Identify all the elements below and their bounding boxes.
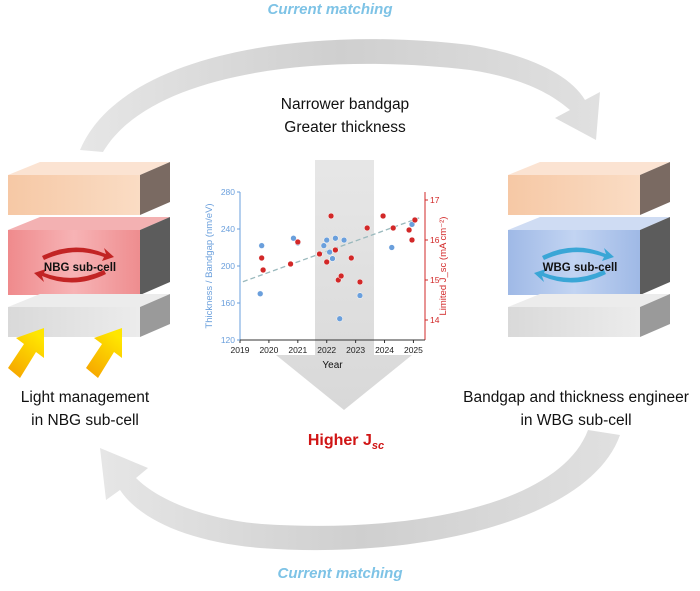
left-caption: Light management in NBG sub-cell [0,386,170,432]
right-caption-line-2: in WBG sub-cell [520,412,632,429]
x-tick-label: 2019 [231,345,250,355]
y-left-axis-label: Thickness / Bandgap (nm/eV) [204,203,215,328]
center-line-2: Greater thickness [284,119,406,136]
blue-data-point [258,242,265,249]
blue-data-point [329,255,336,262]
x-axis-label: Year [322,360,343,371]
blue-data-point [336,315,343,322]
blue-data-point [332,235,339,242]
red-data-point [323,258,330,266]
current-matching-top: Current matching [267,1,393,18]
red-data-point [338,272,345,280]
blue-data-point [408,221,416,228]
blue-data-point [257,290,264,297]
higher-jsc-main: Higher J [307,432,372,449]
y-right-tick-label: 16 [430,235,440,245]
red-data-point [390,224,397,232]
blue-data-point [356,292,364,299]
red-data-point [364,224,371,232]
y-right-tick-label: 17 [430,195,440,205]
blue-data-point [388,244,395,251]
blue-data-point [326,248,333,256]
higher-jsc-sub: sc [371,440,385,453]
blue-data-point [340,236,348,244]
blue-data-point [290,235,297,242]
y-left-tick-label: 200 [221,261,235,271]
y-right-tick-label: 14 [430,315,440,325]
red-data-point [294,238,301,246]
center-text: Narrower bandgap Greater thickness [230,93,460,139]
y-right-axis-label: Limited J_sc (mA cm⁻²) [438,217,449,316]
red-data-point [258,254,265,262]
blue-data-point [323,236,330,244]
x-tick-label: 2023 [346,345,365,355]
nbg-device-stack [8,162,170,337]
y-right-tick-label: 15 [430,275,440,285]
red-data-point [411,216,419,224]
x-tick-label: 2020 [259,345,278,355]
higher-jsc-label: Higher Jsc [286,432,406,452]
right-caption-line-1: Bandgap and thickness engineer [463,389,689,406]
red-data-point [348,254,355,262]
red-data-point [259,266,267,274]
red-data-point [287,260,294,268]
nbg-block-label: NBG sub-cell [43,262,117,274]
wbg-device-stack [508,162,670,337]
center-down-arrow [276,160,412,410]
y-left-tick-label: 120 [221,335,235,345]
x-tick-label: 2024 [375,345,394,355]
y-left-tick-label: 240 [221,224,235,234]
bottom-arc-arrow [100,430,620,551]
red-data-point [408,236,416,244]
red-data-point [356,278,364,286]
right-caption: Bandgap and thickness engineer in WBG su… [452,386,700,432]
red-data-point [332,246,339,254]
y-left-tick-label: 160 [221,298,235,308]
blue-data-point [320,242,327,249]
scatter-chart: 2019 2020 2021 2022 2023 2024 2025 120 160 200 240… [204,187,449,371]
left-caption-line-1: Light management [20,389,150,406]
red-data-point [316,250,323,258]
wbg-block-label: WBG sub-cell [542,262,618,274]
x-tick-label: 2022 [317,345,336,355]
left-caption-line-2: in NBG sub-cell [31,412,139,429]
x-tick-label: 2025 [404,345,423,355]
top-arc-arrow [80,39,600,152]
red-data-point [379,212,387,220]
trend-line [242,217,420,283]
x-tick-label: 2021 [288,345,307,355]
y-left-tick-label: 280 [221,187,235,197]
center-line-1: Narrower bandgap [280,96,410,113]
current-matching-bottom: Current matching [277,565,403,582]
red-data-point [405,226,413,234]
sunlight-arrows [8,328,122,378]
red-data-point [327,212,335,220]
